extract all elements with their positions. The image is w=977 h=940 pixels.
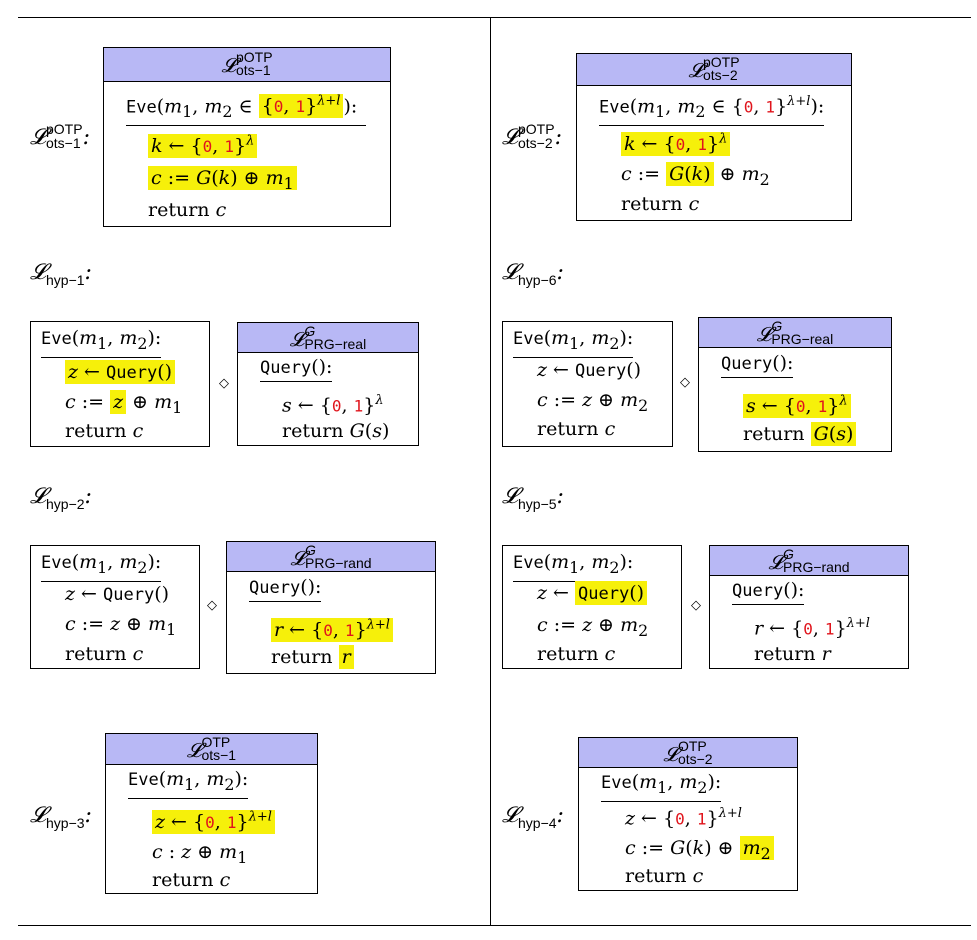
compose-symbol: ◇ <box>219 376 229 391</box>
eve-signature: Eve(m1, m2): <box>128 767 249 799</box>
eve-box-hyp5: Eve(m1, m2): z ← Query() c := z ⊕ m2 ret… <box>502 545 682 669</box>
compose-symbol: ◇ <box>207 598 217 613</box>
code-line-return: return G(s) <box>743 422 857 446</box>
code-line-s: s ← {0, 1}λ <box>743 390 851 419</box>
label-hyp5: 𝓛hyp−5: <box>502 484 564 512</box>
code-line-return: return c <box>65 643 144 665</box>
compose-symbol: ◇ <box>691 598 701 613</box>
label-hyp1: 𝓛hyp−1: <box>30 260 92 288</box>
eve-signature: Eve(m1, m2 ∈ {0, 1}λ+l): <box>126 90 366 127</box>
eve-box-hyp2: Eve(m1, m2): z ← Query() c := z ⊕ m1 ret… <box>30 545 200 669</box>
code-line-return: return c <box>148 199 227 221</box>
code-line-r: r ← {0, 1}λ+l <box>271 614 393 643</box>
code-line-r: r ← {0, 1}λ+l <box>754 616 870 640</box>
code-line-return: return r <box>754 643 831 665</box>
query-signature: Query(): <box>260 355 333 382</box>
code-line-c: c := z ⊕ m1 <box>65 613 177 639</box>
code-line-return: return r <box>271 645 354 669</box>
code-line-return: return c <box>152 869 231 891</box>
top-rule <box>18 17 971 18</box>
code-line-k: k ← {0, 1}λ <box>148 130 258 159</box>
code-line-c: c := G(k) ⊕ m1 <box>148 166 297 196</box>
code-line-z: z ← {0, 1}λ+l <box>625 806 742 830</box>
label-hyp3: 𝓛hyp−3: <box>30 803 92 831</box>
column-divider <box>490 17 491 926</box>
query-signature: Query(): <box>721 351 794 378</box>
code-line-c: c : z ⊕ m1 <box>152 841 248 867</box>
eve-signature: Eve(m1, m2): <box>513 326 634 358</box>
eve-box-hyp1: Eve(m1, m2): z ← Query() c := z ⊕ m1 ret… <box>30 321 210 447</box>
code-line-return: return G(s) <box>282 420 390 442</box>
code-line-z: z ← Query() <box>65 360 176 385</box>
code-line-c: c := G(k) ⊕ m2 <box>625 836 774 866</box>
label-hyp4: 𝓛hyp−4: <box>502 803 564 831</box>
compose-symbol: ◇ <box>680 375 690 390</box>
code-line-return: return c <box>65 420 144 442</box>
code-line-return: return c <box>537 418 616 440</box>
code-line-c: c := z ⊕ m2 <box>537 389 649 415</box>
code-line-c: c := z ⊕ m2 <box>537 614 649 640</box>
eve-signature: Eve(m1, m2): <box>513 550 634 582</box>
label-hyp2: 𝓛hyp−2: <box>30 484 92 512</box>
eve-signature: Eve(m1, m2 ∈ {0, 1}λ+l): <box>599 90 825 127</box>
query-signature: Query(): <box>249 575 322 602</box>
code-line-z: z ← Query() <box>537 359 642 381</box>
label-hyp6: 𝓛hyp−6: <box>502 260 564 288</box>
eve-signature: Eve(m1, m2): <box>41 550 162 582</box>
code-line-z: z ← Query() <box>65 583 170 605</box>
code-line-z: z ← Query() <box>537 581 648 606</box>
eve-box-hyp6: Eve(m1, m2): z ← Query() c := z ⊕ m2 ret… <box>502 321 673 447</box>
code-line-return: return c <box>537 643 616 665</box>
query-signature: Query(): <box>732 578 805 605</box>
code-line-s: s ← {0, 1}λ <box>282 393 384 417</box>
code-line-z: z ← {0, 1}λ+l <box>152 806 275 835</box>
code-line-k: k ← {0, 1}λ <box>621 128 731 157</box>
bottom-rule <box>18 925 971 926</box>
code-line-c: c := G(k) ⊕ m2 <box>621 162 770 189</box>
code-line-return: return c <box>625 865 704 887</box>
eve-signature: Eve(m1, m2): <box>601 770 722 802</box>
code-line-c: c := z ⊕ m1 <box>65 390 183 417</box>
code-line-return: return c <box>621 193 700 215</box>
eve-signature: Eve(m1, m2): <box>41 326 162 358</box>
